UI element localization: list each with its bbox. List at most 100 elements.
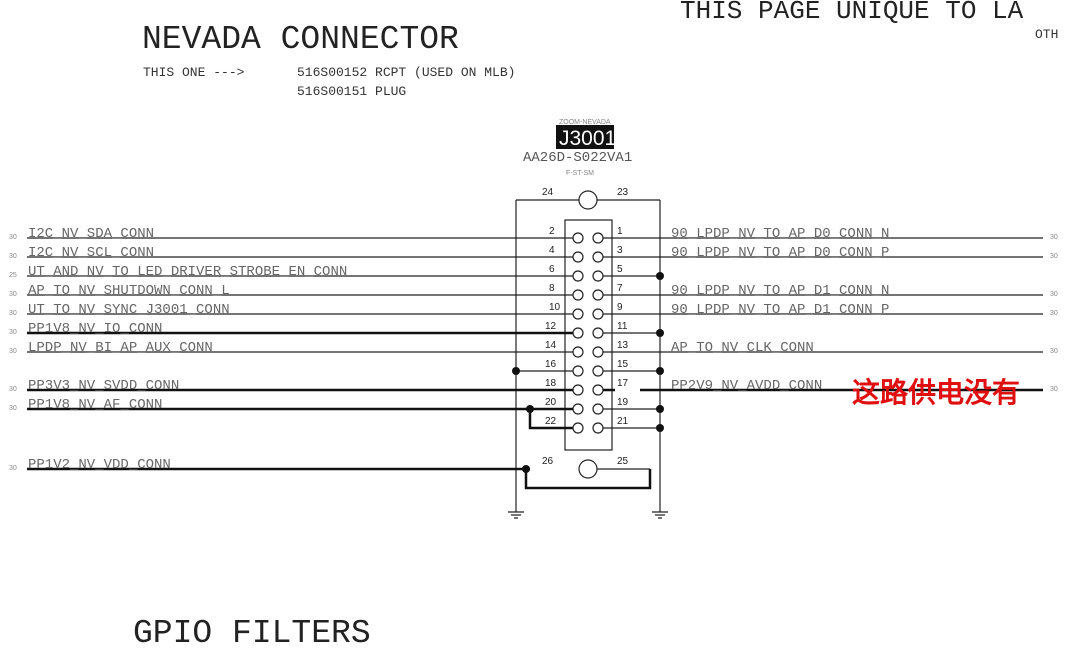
refdes-highlight	[556, 125, 614, 149]
net-ref-number: 30	[1050, 253, 1058, 260]
net-label[interactable]: UT_TO_NV_SYNC_J3001_CONN	[28, 302, 230, 318]
junction-dot	[512, 367, 520, 375]
shield-frame	[515, 199, 661, 512]
pin-contact	[592, 232, 604, 244]
pin-number: 8	[549, 283, 555, 294]
pin-number: 6	[549, 264, 555, 275]
net-ref-number: 30	[9, 329, 17, 336]
pin-contact	[592, 346, 604, 358]
net-label[interactable]: 90_LPDP_NV_TO_AP_D1_CONN_P	[671, 302, 889, 318]
net-label[interactable]: UT_AND_NV_TO_LED_DRIVER_STROBE_EN_CONN	[28, 264, 347, 280]
junction-dot	[656, 405, 664, 413]
pin-number: 21	[617, 416, 629, 427]
junction-dot	[656, 424, 664, 432]
connector-refdes: J3001	[559, 127, 616, 150]
part-rcpt: 516S00152 RCPT (USED ON MLB)	[297, 65, 515, 80]
connector-footprint: F-ST-SM	[566, 170, 594, 177]
net-ref-number: 30	[9, 465, 17, 472]
connector-ref-small: ZOOM-NEVADA	[559, 119, 611, 126]
pin-contact	[592, 251, 604, 263]
top-banner-sub: OTH	[1035, 27, 1058, 42]
pin-contact	[572, 365, 584, 377]
net-label[interactable]: 90_LPDP_NV_TO_AP_D0_CONN_N	[671, 226, 889, 242]
pin-contact	[572, 346, 584, 358]
net-label[interactable]: 90_LPDP_NV_TO_AP_D0_CONN_P	[671, 245, 889, 261]
net-label[interactable]: AP_TO_NV_SHUTDOWN_CONN_L	[28, 283, 230, 299]
pin-number: 1	[617, 226, 623, 237]
pin-number: 14	[545, 340, 557, 351]
shield-pin-bottom	[578, 459, 598, 479]
net-label[interactable]: I2C_NV_SDA_CONN	[28, 226, 154, 242]
pin-contact	[572, 422, 584, 434]
pin-contact	[572, 270, 584, 282]
pin-number: 5	[617, 264, 623, 275]
junction-dot	[656, 367, 664, 375]
pin-number: 12	[545, 321, 557, 332]
pin-contact	[592, 270, 604, 282]
net-ref-number: 30	[9, 253, 17, 260]
section-title-gpio-filters: GPIO FILTERS	[133, 615, 371, 652]
pin-number: 16	[545, 359, 557, 370]
pin-number: 25	[617, 456, 629, 467]
pin-number: 23	[617, 187, 629, 198]
pin-contact	[592, 384, 604, 396]
net-ref-number: 30	[1050, 310, 1058, 317]
net-ref-number: 30	[9, 348, 17, 355]
net-ref-number: 30	[1050, 386, 1058, 393]
pin-contact	[572, 232, 584, 244]
pin-number: 26	[542, 456, 554, 467]
pin-number: 20	[545, 397, 557, 408]
net-ref-number: 30	[9, 310, 17, 317]
pin-number: 22	[545, 416, 557, 427]
net-label[interactable]: AP_TO_NV_CLK_CONN	[671, 340, 814, 356]
net-ref-number: 30	[1050, 291, 1058, 298]
pin-number: 4	[549, 245, 555, 256]
pin-contact	[572, 289, 584, 301]
top-banner: THIS PAGE UNIQUE TO LA	[680, 0, 1024, 26]
net-ref-number: 30	[9, 386, 17, 393]
net-label[interactable]: PP3V3_NV_SVDD_CONN	[28, 378, 179, 394]
pin-number: 18	[545, 378, 557, 389]
pin-number: 2	[549, 226, 555, 237]
pin-number: 11	[617, 321, 628, 332]
net-label[interactable]: PP2V9_NV_AVDD_CONN	[671, 378, 822, 394]
net-ref-number: 30	[1050, 348, 1058, 355]
connector-part: AA26D-S022VA1	[523, 150, 632, 166]
ground-icon	[652, 511, 668, 519]
part-plug: 516S00151 PLUG	[297, 84, 406, 99]
net-label[interactable]: LPDP_NV_BI_AP_AUX_CONN	[28, 340, 213, 356]
pin-number: 24	[542, 187, 554, 198]
pin-contact	[572, 384, 584, 396]
pin-number: 17	[617, 378, 629, 389]
pin-contact	[592, 308, 604, 320]
ground-icon	[508, 511, 524, 519]
pin-number: 15	[617, 359, 629, 370]
pin-contact	[572, 308, 584, 320]
pin-number: 7	[617, 283, 623, 294]
annotation-no-power: 这路供电没有	[852, 376, 1020, 409]
pin-contact	[572, 403, 584, 415]
net-ref-number: 30	[9, 234, 17, 241]
page-title: NEVADA CONNECTOR	[142, 21, 459, 58]
vdd-loop-wire	[524, 469, 652, 490]
junction-dot	[656, 272, 664, 280]
net-label[interactable]: I2C_NV_SCL_CONN	[28, 245, 154, 261]
net-label[interactable]: PP1V8_NV_IO_CONN	[28, 321, 162, 337]
this-one-label: THIS ONE --->	[143, 65, 245, 80]
pin-number: 3	[617, 245, 623, 256]
net-ref-number: 30	[9, 405, 17, 412]
pin-contact	[592, 327, 604, 339]
net-label[interactable]: PP1V2_NV_VDD_CONN	[28, 457, 171, 473]
junction-dot	[526, 405, 534, 413]
pin-contact	[592, 422, 604, 434]
pin-contact	[592, 403, 604, 415]
shield-pin-top	[578, 190, 598, 210]
pin-number: 10	[549, 302, 561, 313]
net-ref-number: 25	[9, 272, 17, 279]
net-label[interactable]: PP1V8_NV_AF_CONN	[28, 397, 162, 413]
pin-number: 13	[617, 340, 629, 351]
pin-number: 9	[617, 302, 623, 313]
net-label[interactable]: 90_LPDP_NV_TO_AP_D1_CONN_N	[671, 283, 889, 299]
pin-contact	[572, 251, 584, 263]
